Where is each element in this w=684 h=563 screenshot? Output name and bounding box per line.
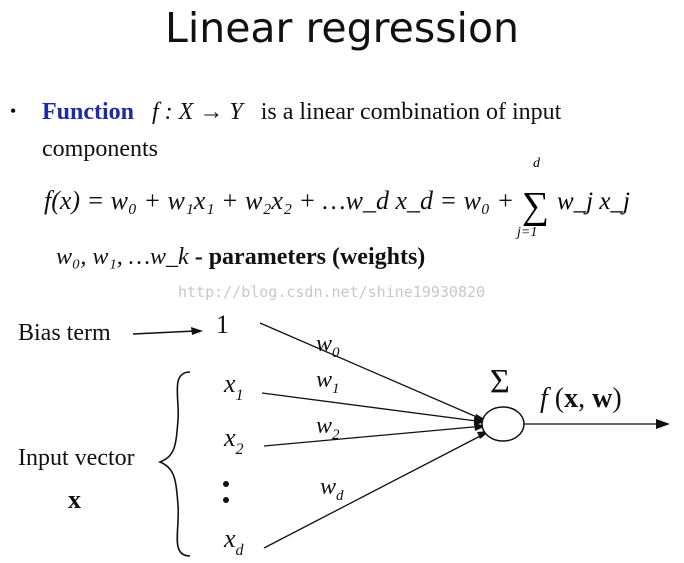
summation-symbol: Σ (490, 363, 510, 400)
arrow-head-w2 (474, 423, 486, 431)
parameters-label: - parameters (weights) (188, 244, 426, 270)
ellipsis-dot-top (223, 481, 229, 487)
weight-w0: w0 (316, 331, 340, 361)
parameters-line: w₀, w₁, …w_k - parameters (weights) (56, 244, 425, 271)
function-keyword: Function (42, 99, 135, 125)
output-label: f (x, w) (540, 383, 622, 414)
input-vector-symbol: x (68, 485, 81, 514)
sum-term: w_j x_j (557, 188, 630, 215)
watermark: http://blog.csdn.net/shine19930820 (178, 283, 486, 301)
bias-arrow (132, 330, 196, 335)
arrow-head-w1 (474, 417, 486, 425)
parameter-symbols: w₀, w₁, …w_k (56, 244, 189, 270)
regression-formula: f(x) = w₀ + w₁x₁ + w₂x₂ + …w_d x_d = w₀ … (44, 186, 514, 216)
bias-term-label: Bias term (18, 320, 111, 346)
bias-arrow-head (191, 327, 203, 335)
weight-wd: wd (320, 474, 344, 504)
input-x2: x2 (223, 423, 244, 458)
function-definition-line: Function f : X → Y is a linear combinati… (42, 99, 561, 126)
connection-w2 (263, 425, 485, 447)
input-brace (157, 371, 191, 557)
input-x1: x1 (223, 369, 244, 404)
formula-lhs: f(x) = w₀ + w₁x₁ + w₂x₂ + …w_d x_d = w₀ … (44, 186, 515, 215)
summation-node (481, 406, 525, 442)
sum-upper-limit: d (533, 156, 541, 171)
bullet-marker: • (10, 101, 17, 121)
page-title: Linear regression (164, 4, 520, 52)
function-description-continued: components (42, 136, 158, 162)
input-vector-label: Input vector (18, 445, 135, 471)
bias-value: 1 (216, 310, 229, 339)
output-arrow-head (656, 419, 670, 429)
connection-wd (263, 431, 489, 549)
input-xd: xd (223, 524, 245, 559)
function-mapping: f : X → Y (152, 99, 243, 125)
sum-lower-limit: j=1 (515, 225, 537, 240)
function-description: is a linear combination of input (260, 99, 562, 125)
formula-sum-sign: ∑ (522, 185, 549, 227)
weight-w1: w1 (316, 367, 340, 397)
connection-w1 (261, 392, 485, 423)
ellipsis-dot-bottom (223, 497, 229, 503)
weight-w2: w2 (316, 413, 340, 443)
connection-w0 (259, 322, 487, 422)
